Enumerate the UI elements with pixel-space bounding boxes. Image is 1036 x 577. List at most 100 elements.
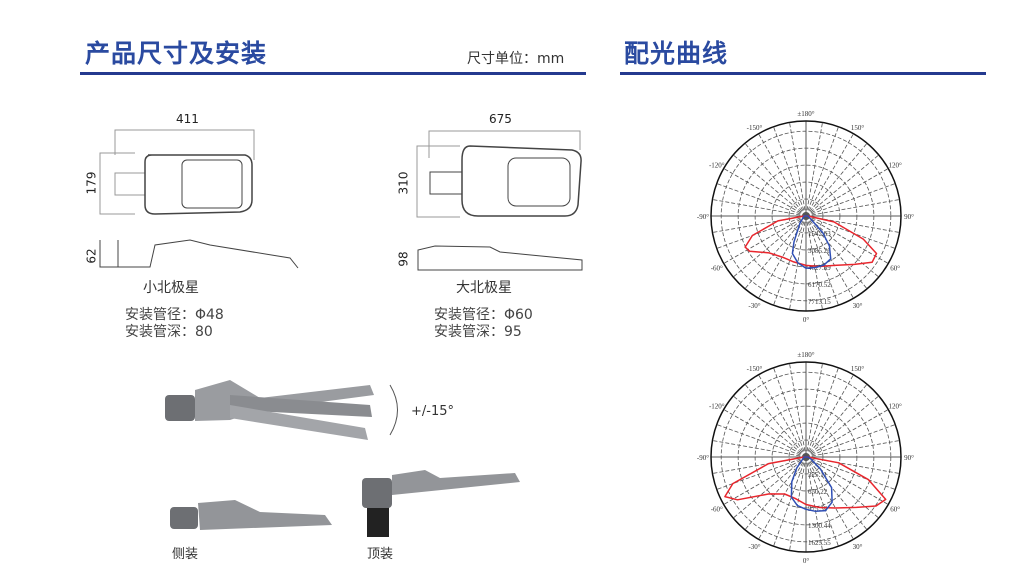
ring-label: 6170.52	[808, 281, 831, 289]
grid-spoke	[805, 456, 839, 547]
polar-chart-1: ±180°150°120°90°60°30°0°-30°-60°-90°-120…	[697, 110, 914, 324]
grid-spoke	[723, 215, 807, 264]
grid-spoke	[805, 215, 896, 249]
grid-spoke	[805, 215, 868, 290]
angle-label: 0°	[803, 316, 810, 324]
grid-spoke	[805, 215, 889, 264]
curve-c0-c180	[724, 456, 887, 509]
grid-spoke	[805, 395, 880, 458]
grid-spoke	[732, 456, 807, 519]
grid-spoke	[805, 122, 823, 217]
dimensions-title: 产品尺寸及安装	[85, 39, 268, 68]
angle-label: ±180°	[797, 351, 814, 359]
pipe-depth: 安装管深：80	[125, 324, 213, 340]
angle-label: -90°	[697, 454, 709, 462]
photometric-title: 配光曲线	[624, 39, 729, 68]
grid-spoke	[805, 133, 854, 217]
grid-spoke	[716, 215, 807, 249]
grid-spoke	[805, 215, 854, 299]
angle-label: -30°	[748, 543, 760, 551]
grid-spoke	[805, 215, 839, 306]
grid-spoke	[805, 374, 854, 458]
grid-spoke	[712, 199, 807, 217]
title-underline	[80, 72, 586, 75]
width-dim: 675	[489, 112, 512, 126]
grid-spoke	[805, 168, 889, 217]
angle-label: ±180°	[797, 110, 814, 118]
ring-label: 3085.26	[808, 247, 831, 255]
grid-spoke	[773, 456, 807, 547]
large-lamp-drawing	[416, 130, 583, 271]
grid-spoke	[773, 126, 807, 217]
grid-spoke	[716, 424, 807, 458]
model-name: 大北极星	[456, 280, 512, 296]
angle-label: -120°	[709, 162, 725, 170]
grid-spoke	[758, 133, 807, 217]
grid-spoke	[744, 383, 807, 458]
ring-label: 4627.89	[808, 264, 831, 272]
pipe-depth: 安装管深：95	[434, 324, 522, 340]
angle-label: 90°	[904, 213, 914, 221]
height-dim: 310	[396, 171, 411, 195]
grid-spoke	[723, 168, 807, 217]
top-mount-illustration	[362, 470, 520, 537]
angle-label: 120°	[889, 403, 903, 411]
ring-label: 650.22	[808, 488, 828, 496]
grid-spoke	[805, 363, 823, 458]
grid-spoke	[805, 183, 896, 217]
outer-ring	[710, 361, 902, 553]
side-mount-illustration	[170, 500, 332, 530]
ring-label: 975.33	[808, 505, 828, 513]
grid-spoke	[805, 215, 880, 278]
depth-dim: 62	[84, 248, 99, 264]
angle-label: 30°	[853, 302, 863, 310]
angle-label: -90°	[697, 213, 709, 221]
grid-spoke	[712, 440, 807, 458]
grid-spoke	[789, 456, 807, 551]
tilt-illustration	[165, 380, 398, 440]
grid-spoke	[805, 440, 900, 458]
pipe-diameter: 安装管径：Φ60	[434, 307, 533, 323]
angle-label: 120°	[889, 162, 903, 170]
angle-label: 60°	[890, 265, 900, 273]
height-dim: 179	[84, 171, 99, 195]
angle-label: -30°	[748, 302, 760, 310]
grid-spoke	[789, 122, 807, 217]
angle-label: 150°	[851, 124, 865, 132]
ring-label: 7713.15	[808, 298, 831, 306]
grid-spoke	[805, 424, 896, 458]
grid-spoke	[805, 367, 839, 458]
grid-spoke	[805, 456, 896, 490]
depth-dim: 98	[396, 251, 411, 267]
curve-c90-c270	[790, 456, 833, 513]
grid-spoke	[758, 374, 807, 458]
grid-spoke	[789, 363, 807, 458]
angle-label: -150°	[747, 365, 763, 373]
grid-spoke	[773, 215, 807, 306]
grid-spoke	[805, 456, 868, 531]
grid-spoke	[805, 215, 823, 310]
side-mount-label: 侧装	[172, 547, 199, 562]
angle-label: 90°	[904, 454, 914, 462]
grid-spoke	[789, 215, 807, 310]
width-dim: 411	[176, 112, 199, 126]
pipe-diameter: 安装管径：Φ48	[125, 307, 224, 323]
grid-spoke	[773, 367, 807, 458]
grid-spoke	[805, 154, 880, 217]
top-mount-label: 顶装	[367, 547, 394, 562]
title-underline	[620, 72, 986, 75]
angle-label: 150°	[851, 365, 865, 373]
angle-label: 30°	[853, 543, 863, 551]
ring-label: 1300.44	[808, 522, 831, 530]
grid-spoke	[758, 456, 807, 540]
grid-spoke	[732, 395, 807, 458]
model-name: 小北极星	[143, 280, 199, 296]
grid-spoke	[805, 383, 868, 458]
ring-label: 325.11	[808, 471, 827, 479]
angle-label: -150°	[747, 124, 763, 132]
grid-spoke	[716, 456, 807, 490]
grid-spoke	[805, 142, 868, 217]
grid-spoke	[732, 154, 807, 217]
outer-ring	[710, 120, 902, 312]
